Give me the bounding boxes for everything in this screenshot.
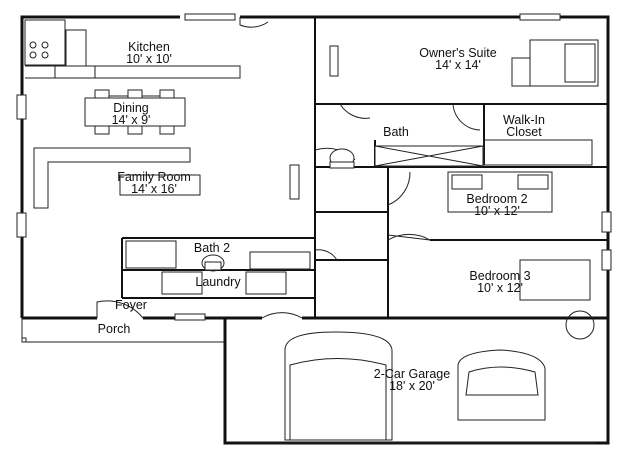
owners-suite-label: Owner's Suite: [419, 46, 496, 60]
walk-in-closet-label-line1: Walk-In: [503, 113, 545, 127]
bedroom-2-bed: [447, 171, 553, 213]
walk-in-closet-label-line2: Closet: [506, 125, 542, 139]
family-room-label: Family Room: [117, 170, 191, 184]
garage-cars: [284, 310, 595, 441]
porch-label: Porch: [98, 322, 131, 336]
bath-label: Bath: [383, 125, 409, 139]
family-room-size: 14' x 16': [131, 182, 177, 196]
interior-walls: [121, 17, 608, 318]
kitchen-size: 10' x 10': [126, 52, 172, 66]
foyer-label: Foyer: [115, 298, 147, 312]
bath-2-fixtures: [125, 240, 311, 295]
bath-fixtures: [329, 139, 593, 169]
laundry-label: Laundry: [195, 275, 241, 289]
bedroom-3-size: 10' x 12': [477, 281, 523, 295]
bedroom-2-size: 10' x 12': [474, 204, 520, 218]
owners-suite-size: 14' x 14': [435, 58, 481, 72]
dining-label: Dining: [113, 101, 148, 115]
garage-size: 18' x 20': [389, 379, 435, 393]
bedroom-2-label: Bedroom 2: [466, 192, 527, 206]
bedroom-3-furniture: [519, 259, 591, 301]
room-labels: Kitchen 10' x 10' Dining 14' x 9' Family…: [98, 40, 545, 393]
kitchen-fixtures: [24, 19, 241, 97]
bath-2-label: Bath 2: [194, 241, 230, 255]
doors: [96, 17, 595, 444]
garage-label: 2-Car Garage: [374, 367, 450, 381]
family-room-furniture: [33, 147, 201, 209]
owners-suite-bed: [511, 39, 599, 87]
bedroom-3-label: Bedroom 3: [469, 269, 530, 283]
dining-table: [84, 89, 186, 135]
dining-size: 14' x 9': [112, 113, 151, 127]
kitchen-label: Kitchen: [128, 40, 170, 54]
windows: [16, 13, 612, 321]
